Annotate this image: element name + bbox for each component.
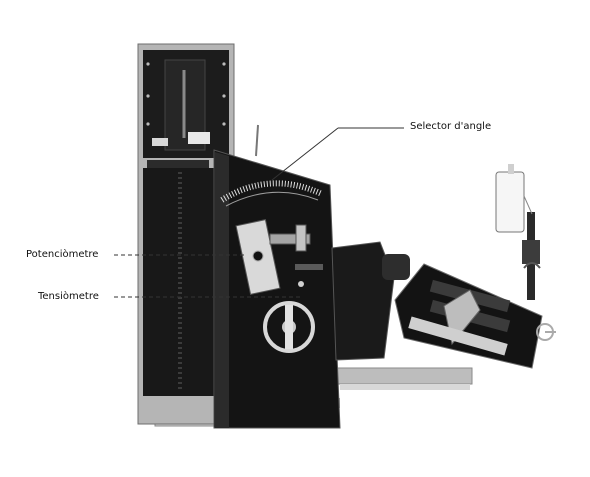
handwheel <box>263 301 315 353</box>
seat-assembly <box>331 164 556 369</box>
main-cabinet <box>213 124 341 429</box>
tensiometer-label: Tensiòmetre <box>38 291 99 302</box>
tower-column <box>137 43 235 425</box>
potentiometer-label: Potenciòmetre <box>26 249 99 260</box>
angle-selector-label: Selector d'angle <box>410 121 492 132</box>
leader-lines <box>114 127 404 298</box>
